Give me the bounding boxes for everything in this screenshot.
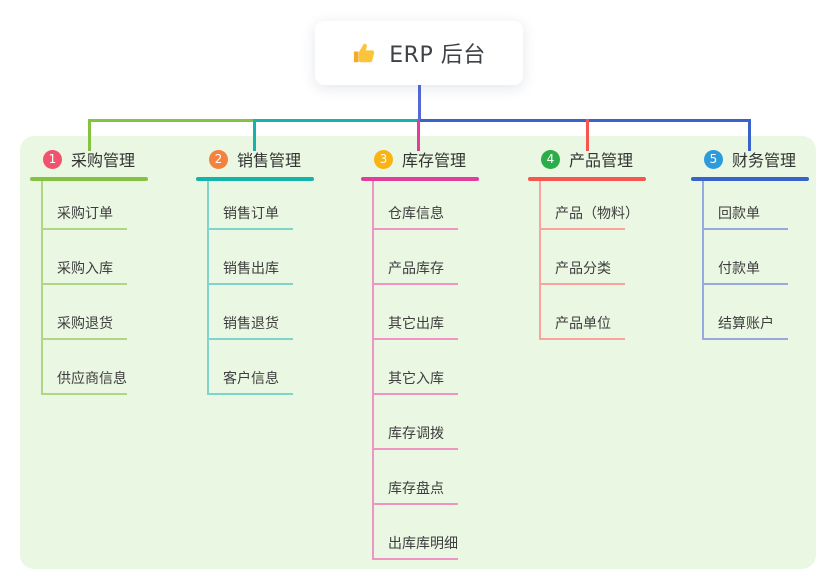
child-node[interactable]: 销售订单: [223, 206, 279, 222]
child-underline: [539, 283, 625, 285]
connector-drop-product: [586, 119, 589, 151]
child-underline: [372, 393, 458, 395]
connector-drop-sales: [253, 119, 256, 151]
child-node[interactable]: 库存调拨: [388, 426, 444, 442]
branch-label: 库存管理: [402, 151, 467, 170]
child-underline: [372, 448, 458, 450]
child-node[interactable]: 采购订单: [57, 206, 113, 222]
branch-topic-product[interactable]: 4 产品管理: [528, 148, 633, 170]
child-underline: [207, 393, 293, 395]
child-node[interactable]: 结算账户: [718, 316, 774, 332]
branch-spine: [539, 181, 541, 340]
topic-underline: [30, 177, 148, 181]
branch-topic-finance[interactable]: 5 财务管理: [691, 148, 796, 170]
child-node[interactable]: 出库库明细: [388, 536, 458, 552]
child-node[interactable]: 销售退货: [223, 316, 279, 332]
root-node-title: ERP 后台: [389, 43, 486, 68]
child-node[interactable]: 库存盘点: [388, 481, 444, 497]
child-node[interactable]: 产品单位: [555, 316, 611, 332]
child-underline: [372, 283, 458, 285]
child-node[interactable]: 供应商信息: [57, 371, 127, 387]
badge-2: 2: [209, 149, 228, 169]
child-underline: [207, 283, 293, 285]
child-underline: [207, 228, 293, 230]
branch-topic-purchase[interactable]: 1 采购管理: [30, 148, 135, 170]
child-underline: [41, 283, 127, 285]
child-node[interactable]: 销售出库: [223, 261, 279, 277]
branch-label: 销售管理: [237, 151, 302, 170]
child-underline: [539, 228, 625, 230]
connector-root-stem: [418, 85, 421, 122]
child-node[interactable]: 客户信息: [223, 371, 279, 387]
child-node[interactable]: 产品分类: [555, 261, 611, 277]
child-underline: [539, 338, 625, 340]
branch-topic-sales[interactable]: 2 销售管理: [196, 148, 301, 170]
child-node[interactable]: 产品（物料）: [555, 206, 639, 222]
branch-spine: [207, 181, 209, 395]
branch-spine: [372, 181, 374, 560]
child-node[interactable]: 产品库存: [388, 261, 444, 277]
badge-1: 1: [43, 149, 62, 169]
child-node[interactable]: 其它入库: [388, 371, 444, 387]
topic-underline: [196, 177, 314, 181]
child-node[interactable]: 其它出库: [388, 316, 444, 332]
connector-bus-green: [88, 119, 254, 122]
branches-background-panel: [20, 136, 816, 569]
child-node[interactable]: 仓库信息: [388, 206, 444, 222]
badge-4: 4: [541, 149, 560, 169]
child-underline: [702, 338, 788, 340]
topic-underline: [361, 177, 479, 181]
child-underline: [702, 283, 788, 285]
badge-5: 5: [704, 149, 723, 169]
child-underline: [372, 558, 458, 560]
connector-drop-purchase: [88, 119, 91, 151]
child-underline: [372, 228, 458, 230]
connector-drop-inventory: [417, 119, 420, 151]
child-underline: [41, 393, 127, 395]
child-underline: [207, 338, 293, 340]
branch-label: 采购管理: [71, 151, 136, 170]
topic-underline: [691, 177, 809, 181]
child-underline: [372, 338, 458, 340]
branch-spine: [702, 181, 704, 340]
child-underline: [372, 503, 458, 505]
child-node[interactable]: 采购入库: [57, 261, 113, 277]
branch-label: 财务管理: [732, 151, 797, 170]
child-underline: [41, 338, 127, 340]
connector-bus-teal: [254, 119, 420, 122]
branch-topic-inventory[interactable]: 3 库存管理: [361, 148, 466, 170]
child-node[interactable]: 付款单: [718, 261, 760, 277]
child-node[interactable]: 回款单: [718, 206, 760, 222]
connector-drop-finance: [748, 119, 751, 151]
child-underline: [702, 228, 788, 230]
connector-bus-blue: [418, 119, 750, 122]
thumbs-up-icon: [354, 43, 375, 63]
branch-spine: [41, 181, 43, 395]
topic-underline: [528, 177, 646, 181]
branch-label: 产品管理: [569, 151, 634, 170]
child-underline: [41, 228, 127, 230]
badge-3: 3: [374, 149, 393, 169]
child-node[interactable]: 采购退货: [57, 316, 113, 332]
root-node-erp[interactable]: ERP 后台: [315, 21, 523, 85]
